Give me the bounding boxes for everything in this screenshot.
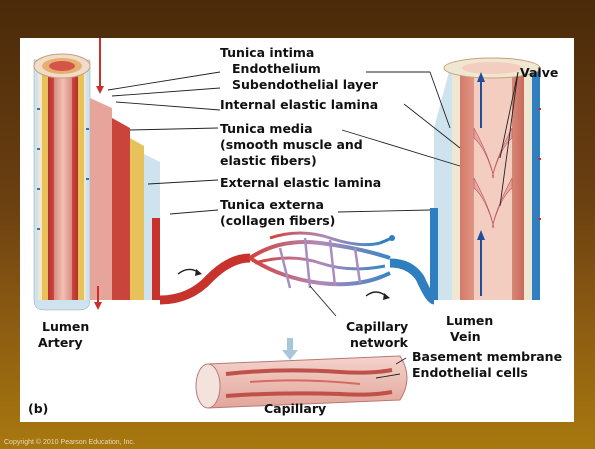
label-capillary: Capillary — [264, 402, 326, 416]
label-internal-elastic-lamina: Internal elastic lamina — [220, 98, 378, 112]
panel-label: (b) — [28, 402, 48, 416]
label-external-elastic-lamina: External elastic lamina — [220, 176, 381, 190]
label-valve: Valve — [520, 66, 558, 80]
label-subendothelial-layer: Subendothelial layer — [232, 78, 378, 92]
label-tunica-media-line2: (smooth muscle and — [220, 138, 363, 152]
label-tunica-intima: Tunica intima — [220, 46, 314, 60]
label-capillary-network: Capillary — [346, 320, 408, 334]
label-lumen-vein: Lumen — [446, 314, 493, 328]
label-lumen-artery: Lumen — [42, 320, 89, 334]
label-basement-membrane: Basement membrane — [412, 350, 562, 364]
figure-panel: Tunica intima Endothelium Subendothelial… — [20, 38, 574, 422]
label-vein: Vein — [450, 330, 481, 344]
vein-drawing — [430, 58, 541, 300]
label-capillary-network-line2: network — [350, 336, 408, 350]
label-artery: Artery — [38, 336, 83, 350]
label-tunica-media-line3: elastic fibers) — [220, 154, 317, 168]
label-tunica-media: Tunica media — [220, 122, 313, 136]
label-tunica-externa-line2: (collagen fibers) — [220, 214, 335, 228]
label-endothelial-cells: Endothelial cells — [412, 366, 528, 380]
copyright-notice: Copyright © 2010 Pearson Education, Inc. — [4, 439, 135, 446]
artery-drawing — [34, 38, 160, 310]
label-endothelium: Endothelium — [232, 62, 321, 76]
label-tunica-externa: Tunica externa — [220, 198, 324, 212]
